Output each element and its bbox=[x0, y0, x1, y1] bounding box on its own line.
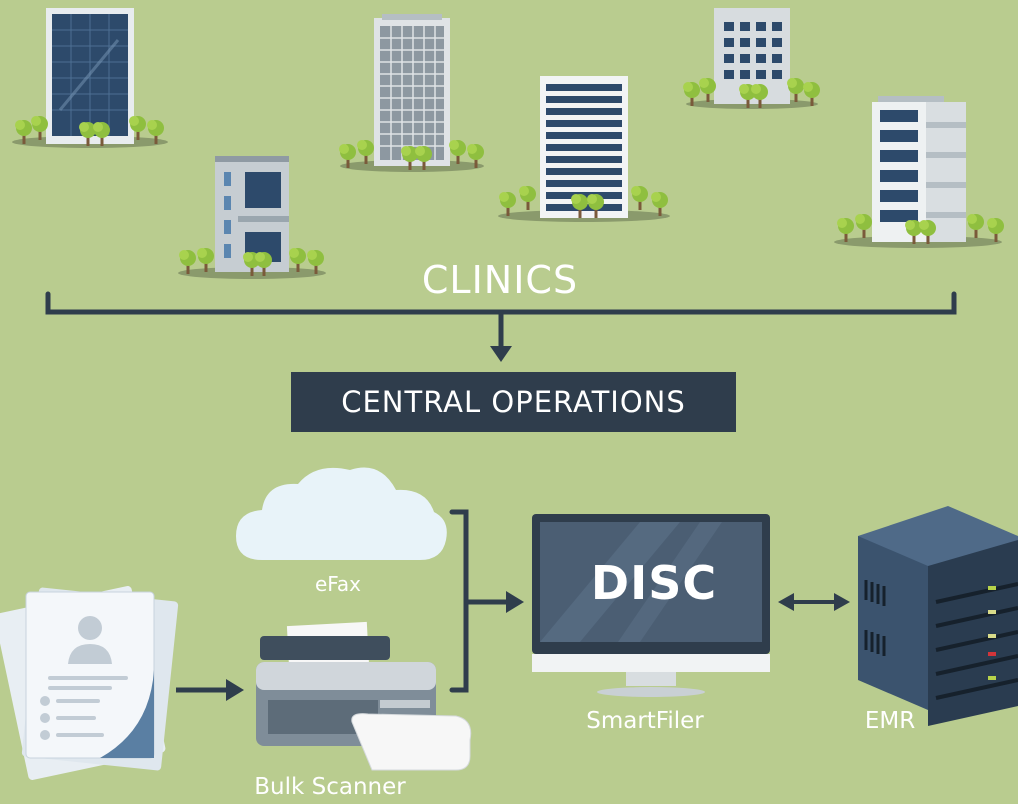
efax-label: eFax bbox=[314, 572, 362, 596]
arrow-to-smartfiler bbox=[506, 591, 524, 613]
bulk-scanner-label: Bulk Scanner bbox=[254, 774, 406, 800]
clinic-building-5 bbox=[683, 8, 820, 109]
monitor-icon bbox=[532, 514, 770, 697]
clinic-building-1 bbox=[12, 8, 168, 148]
double-arrow-left-head bbox=[778, 593, 794, 611]
server-icon bbox=[858, 506, 1018, 726]
smartfiler-label: SmartFiler bbox=[586, 708, 704, 734]
patient-documents-icon bbox=[0, 586, 179, 780]
cloud-icon bbox=[236, 467, 447, 560]
printer-scanner-icon bbox=[256, 621, 472, 771]
disc-screen-text: DISC bbox=[590, 556, 718, 610]
double-arrow-right-head bbox=[834, 593, 850, 611]
arrow-down-to-central bbox=[490, 346, 512, 362]
emr-label: EMR bbox=[864, 708, 916, 734]
clinic-building-3 bbox=[339, 14, 484, 172]
clinics-bracket bbox=[45, 291, 957, 351]
central-operations-box: CENTRAL OPERATIONS bbox=[291, 372, 736, 432]
clinic-building-2 bbox=[178, 156, 326, 279]
clinic-building-6 bbox=[834, 96, 1004, 248]
input-bracket bbox=[449, 509, 511, 693]
central-operations-label: CENTRAL OPERATIONS bbox=[341, 385, 686, 419]
clinic-building-4 bbox=[498, 76, 670, 222]
arrow-docs-to-scanner-head bbox=[226, 679, 244, 701]
clinics-label: CLINICS bbox=[421, 258, 579, 302]
